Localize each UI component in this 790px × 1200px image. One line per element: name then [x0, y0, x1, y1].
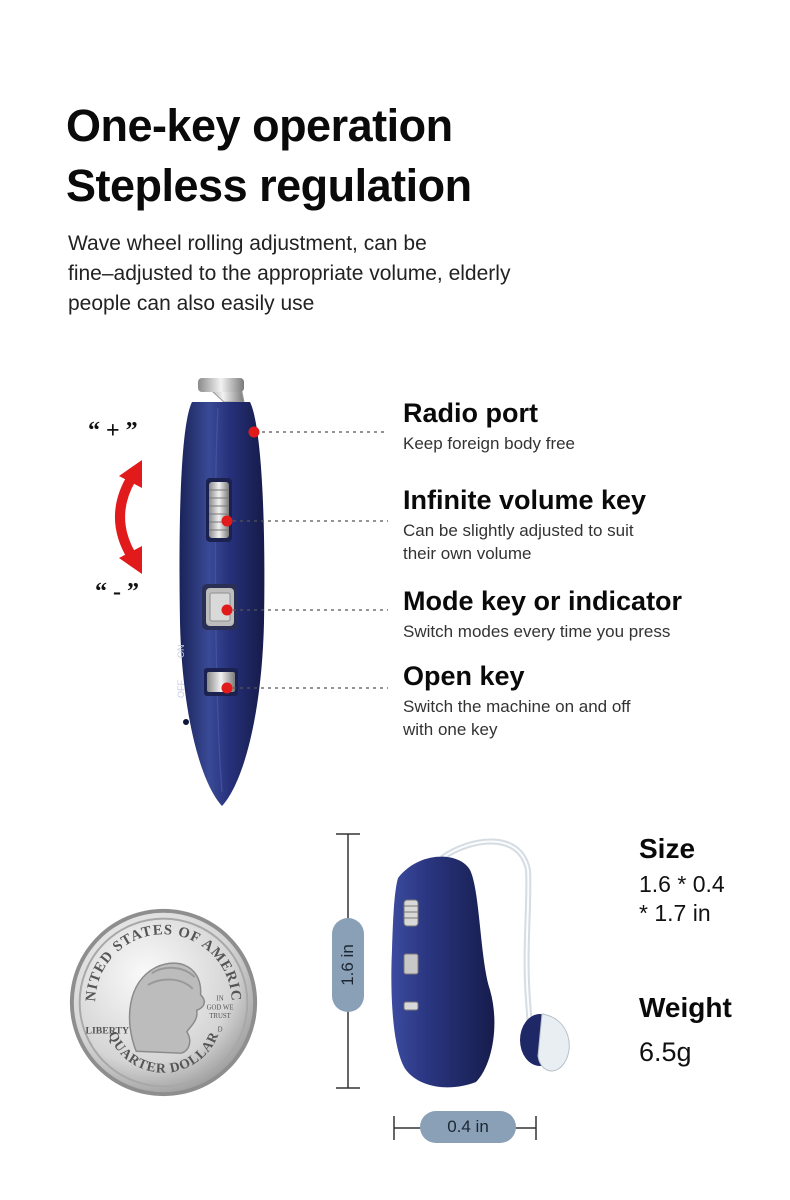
- coin-motto-3: TRUST: [209, 1013, 231, 1020]
- off-marking: OFF: [176, 680, 186, 698]
- callout-volume-key: Infinite volume key Can be slightly adju…: [403, 485, 646, 565]
- callout-title: Open key: [403, 661, 525, 691]
- callout-desc: with one key: [403, 720, 498, 739]
- size-value: 1.6 * 0.4 * 1.7 in: [639, 870, 725, 928]
- callout-desc: Switch the machine on and off: [403, 697, 631, 716]
- quarter-coin-image: UNITED STATES OF AMERICA QUARTER DOLLAR …: [66, 905, 258, 1097]
- height-label: 1.6 in: [338, 944, 357, 986]
- callout-radio-port: Radio port Keep foreign body free: [403, 398, 575, 455]
- volume-down-label: “ - ”: [95, 579, 139, 605]
- page-subtitle: Wave wheel rolling adjustment, can be fi…: [68, 229, 668, 319]
- height-pill: 1.6 in: [332, 918, 364, 1012]
- weight-value: 6.5g: [639, 1037, 692, 1067]
- subtitle-line-1: Wave wheel rolling adjustment, can be: [68, 232, 427, 255]
- hearing-aid-front-view: ON OFF: [176, 378, 265, 806]
- volume-up-label: “ + ”: [88, 418, 138, 444]
- page-title: One-key operation Stepless regulation: [66, 96, 472, 216]
- hearing-aid-side-view: [391, 838, 570, 1088]
- coin-motto-1: IN: [216, 996, 223, 1003]
- callout-desc: Can be slightly adjusted to suit: [403, 521, 634, 540]
- width-label: 0.4 in: [447, 1117, 489, 1136]
- size-value-line-2: * 1.7 in: [639, 900, 711, 926]
- coin-mint-mark: D: [218, 1027, 223, 1034]
- callout-title: Mode key or indicator: [403, 586, 683, 616]
- coin-motto-2: GOD WE: [207, 1004, 234, 1011]
- subtitle-line-3: people can also easily use: [68, 292, 315, 315]
- callout-desc: their own volume: [403, 544, 532, 563]
- on-marking: ON: [176, 645, 186, 659]
- callout-desc: Keep foreign body free: [403, 434, 576, 453]
- open-key-marker: [221, 682, 233, 694]
- callout-title: Radio port: [403, 398, 538, 428]
- coin-liberty-text: LIBERTY: [86, 1026, 130, 1037]
- volume-direction-arrow-icon: [115, 460, 142, 574]
- title-line-1: One-key operation: [66, 100, 453, 151]
- callout-leaders: [221, 426, 388, 694]
- callout-open-key: Open key Switch the machine on and off w…: [403, 661, 630, 741]
- subtitle-line-2: fine–adjusted to the appropriate volume,…: [68, 262, 511, 285]
- callout-desc: Switch modes every time you press: [403, 622, 671, 641]
- callout-title: Infinite volume key: [403, 485, 647, 515]
- width-pill: 0.4 in: [420, 1111, 516, 1143]
- title-line-2: Stepless regulation: [66, 160, 472, 211]
- radio-port-marker: [248, 426, 260, 438]
- size-value-line-1: 1.6 * 0.4: [639, 871, 725, 897]
- weight-label: Weight: [639, 992, 732, 1023]
- volume-key-marker: [221, 515, 233, 527]
- callout-mode-key: Mode key or indicator Switch modes every…: [403, 586, 682, 643]
- mode-key-marker: [221, 604, 233, 616]
- size-label: Size: [639, 833, 696, 864]
